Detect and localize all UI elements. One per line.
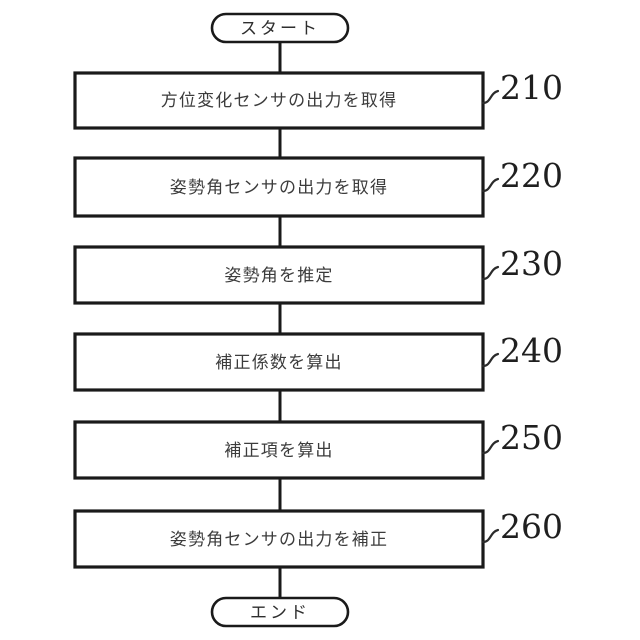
leader-line-230 [481,265,500,281]
leader-line-220 [481,177,500,193]
step-node-260-shape [73,509,485,569]
step-node-220[interactable]: 姿勢角センサの出力を取得 [73,156,485,218]
reference-number-230: 230 [500,244,563,283]
step-node-240-label: 補正係数を算出 [215,353,342,373]
end-node-label: エンド [250,603,310,623]
step-node-210-label: 方位変化センサの出力を取得 [161,91,398,111]
step-node-240[interactable]: 補正係数を算出 [73,332,485,392]
step-node-250-shape [73,420,485,480]
step-node-220-label: 姿勢角センサの出力を取得 [170,178,388,198]
leader-line-250 [481,439,500,455]
reference-number-210: 210 [500,68,563,107]
step-node-230-label: 姿勢角を推定 [224,266,333,286]
start-node[interactable]: スタート [210,12,350,44]
step-node-260[interactable]: 姿勢角センサの出力を補正 [73,509,485,569]
leader-line-210 [481,89,500,105]
leader-line-240 [481,352,500,368]
reference-number-220: 220 [500,156,563,195]
start-node-shape [210,12,350,44]
reference-number-250: 250 [500,418,563,457]
start-node-label: スタート [240,19,320,39]
leader-line-260 [481,528,500,544]
step-node-260-label: 姿勢角センサの出力を補正 [170,530,388,550]
step-node-220-shape [73,156,485,218]
step-node-230[interactable]: 姿勢角を推定 [73,245,485,305]
end-node-shape [210,596,350,628]
reference-number-260: 260 [500,507,563,546]
end-node[interactable]: エンド [210,596,350,628]
step-node-250[interactable]: 補正項を算出 [73,420,485,480]
step-node-250-label: 補正項を算出 [224,441,333,461]
step-node-210[interactable]: 方位変化センサの出力を取得 [73,71,485,130]
step-node-240-shape [73,332,485,392]
step-node-210-shape [73,71,485,130]
reference-number-240: 240 [500,331,563,370]
step-node-230-shape [73,245,485,305]
